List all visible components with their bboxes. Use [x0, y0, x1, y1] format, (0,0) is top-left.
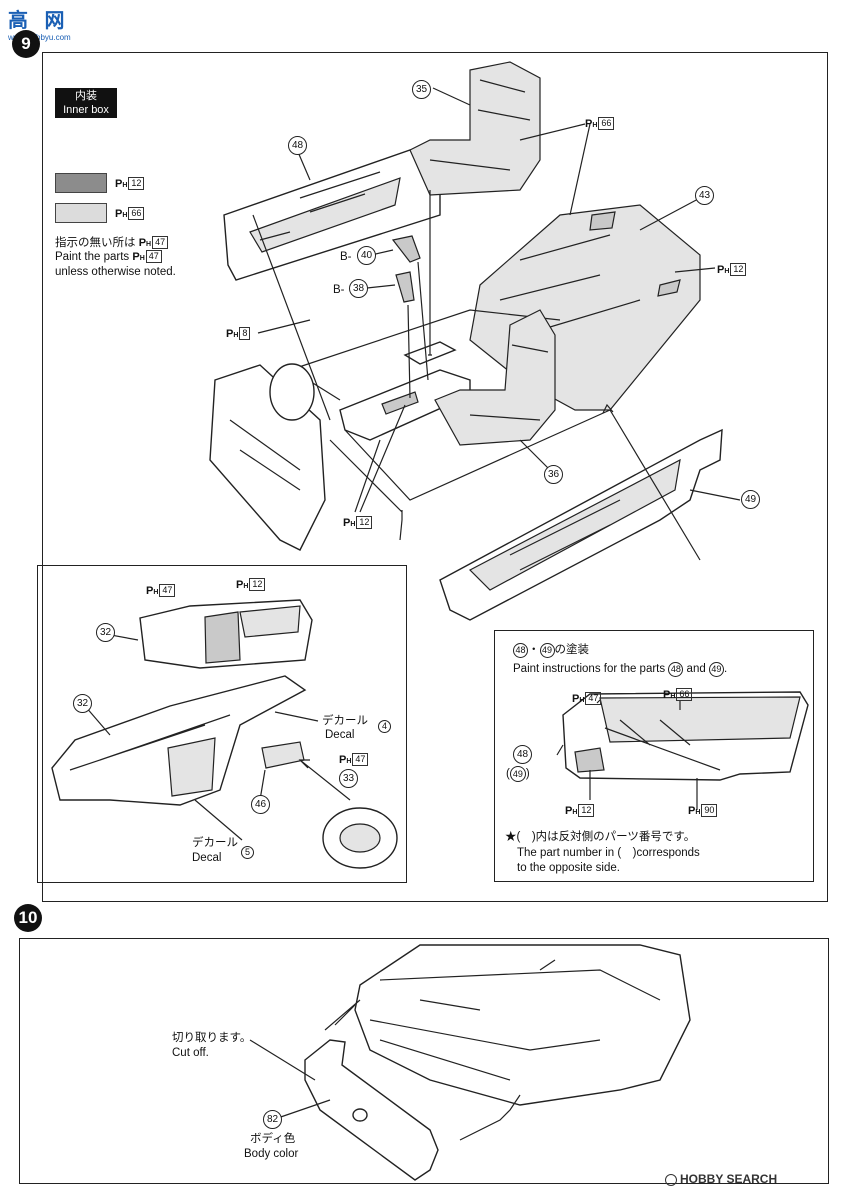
instrument-panel: [139, 599, 313, 669]
seat-35: [409, 61, 541, 196]
step-10-badge: 10: [14, 904, 42, 932]
paint-box-note-en1: The part number in ( )corresponds: [517, 847, 700, 859]
part-82-label: 82: [263, 1110, 282, 1129]
part-b40-prefix: B-: [340, 251, 352, 263]
door-panel-49: [439, 428, 723, 621]
door-panel-detail: [562, 691, 809, 781]
part-32-label-top: 32: [96, 623, 115, 642]
body-color-en: Body color: [244, 1148, 299, 1160]
part-b40-shape: [391, 235, 421, 263]
inner-box-en: Inner box: [63, 104, 109, 116]
decal-4-en: Decal: [325, 729, 355, 741]
dashboard-assembly: [209, 363, 326, 551]
door-panel-48: [223, 149, 441, 281]
dashboard-detail-box: [37, 565, 407, 883]
part-33-label: 33: [339, 769, 358, 788]
switch-unit: [261, 741, 305, 769]
decal-5-number: 5: [241, 846, 254, 859]
part-49-label: 49: [741, 490, 760, 509]
steering-wheel-33: [322, 807, 398, 869]
car-front-body: [354, 944, 691, 1106]
decal-4-number: 4: [378, 720, 391, 733]
part-48-label: 48: [288, 136, 307, 155]
part-36-label: 36: [544, 465, 563, 484]
paint-box-line-en: Paint instructions for the parts 48 and …: [513, 662, 728, 677]
body-color-jp: ボディ色: [250, 1133, 296, 1145]
step-10-frame: [19, 938, 829, 1184]
part-40-label: 40: [357, 246, 376, 265]
paint-box-note-jp: ★( )内は反対側のパーツ番号です。: [505, 831, 696, 843]
swatch-dark: [55, 173, 107, 193]
cut-off-en: Cut off.: [172, 1047, 209, 1059]
seat-36: [434, 309, 556, 446]
step-9-badge: 9: [12, 30, 40, 58]
rear-seat-43: [469, 204, 701, 411]
legend-note-en2: unless otherwise noted.: [55, 266, 176, 278]
part-38-label: 38: [349, 279, 368, 298]
watermark-char-1: 高: [8, 10, 28, 32]
part-b38-shape: [395, 271, 415, 303]
dashboard-32: [51, 675, 307, 806]
watermark-logo: 高 网 www.hobbyu.com: [8, 4, 71, 42]
part-32-label: 32: [73, 694, 92, 713]
hobby-search-text: HOBBY SEARCH: [680, 1172, 778, 1186]
door-part-49-paren: (49): [506, 766, 530, 782]
inner-box-jp: 内装: [75, 90, 97, 102]
door-part-48: 48: [513, 745, 532, 764]
decal-5-en: Decal: [192, 852, 222, 864]
cut-off-jp: 切り取ります。: [172, 1032, 252, 1044]
inner-box-label: 内装 Inner box: [55, 88, 117, 118]
hobby-search-icon: [665, 1173, 677, 1186]
step-9-frame: [42, 52, 828, 902]
front-bumper-82: [304, 1039, 439, 1181]
part-b38-prefix: B-: [333, 284, 345, 296]
watermark-char-2: 网: [44, 10, 65, 32]
swatch-light: [55, 203, 107, 223]
part-35-label: 35: [412, 80, 431, 99]
paint-box-note-en2: to the opposite side.: [517, 862, 620, 874]
decal-5-jp: デカール: [192, 837, 238, 849]
part-46-label: 46: [251, 795, 270, 814]
hobby-search-watermark: HOBBY SEARCH: [665, 1172, 777, 1186]
decal-4-jp: デカール: [322, 715, 368, 727]
paint-instructions-box: [494, 630, 814, 882]
part-43-label: 43: [695, 186, 714, 205]
watermark-url: www.hobbyu.com: [8, 33, 71, 42]
